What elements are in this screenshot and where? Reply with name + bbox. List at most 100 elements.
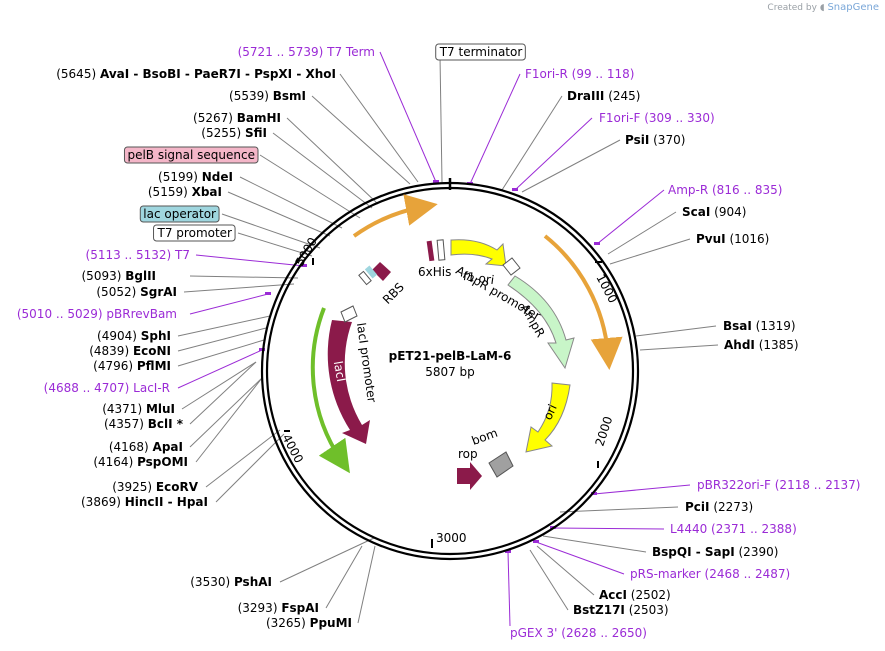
pgex-3-primer-label: pGEX 3' (2628 .. 2650) [510, 626, 647, 640]
ori-label: ori [541, 402, 560, 422]
lead-line [189, 377, 263, 448]
bglii-site-label: (5093) BglII [82, 269, 157, 283]
lead-line [189, 293, 269, 315]
label-part: LacI-R [133, 381, 170, 395]
label-part: AvaI - BsoBI - PaeR7I - PspXI - XhoI [100, 67, 336, 81]
laci-promoter-feature [340, 305, 358, 323]
lead-line [195, 377, 263, 463]
label-part: PflMI [137, 359, 171, 373]
psii-site-label: PsiI (370) [625, 133, 685, 147]
label-part: (1385) [755, 338, 799, 352]
prs-marker-primer-label: pRS-marker (2468 .. 2487) [630, 567, 790, 581]
label-part: (5113 .. 5132) [86, 248, 176, 262]
lead-line [439, 55, 443, 183]
lead-line [514, 117, 593, 191]
primer-mark [505, 550, 511, 553]
label-part: (5267) [193, 111, 237, 125]
lead-line [357, 545, 376, 624]
pcii-site-label: PciI (2273) [685, 500, 753, 514]
label-part: EcoRV [156, 480, 199, 494]
label-part: SphI [141, 329, 171, 343]
l4440-primer-label: L4440 (2371 .. 2388) [670, 522, 797, 536]
primer-mark [433, 180, 439, 183]
bom-feature [488, 451, 514, 478]
snapgene-logo-icon: ◖ [819, 3, 825, 13]
label-part: PsiI [625, 133, 649, 147]
label-part: PpuMI [310, 616, 352, 630]
label-part: NdeI [202, 170, 233, 184]
amp-r-primer-label: Amp-R (816 .. 835) [668, 183, 782, 197]
lead-line [529, 549, 569, 611]
label-part: SgrAI [140, 285, 177, 299]
t7-term-primer-label: (5721 .. 5739) T7 Term [238, 45, 375, 59]
lead-line [507, 551, 511, 627]
label-part: T7 Term [326, 45, 375, 59]
credit-brand: SnapGene [827, 2, 879, 13]
lead-line [177, 349, 263, 389]
lead-line [181, 361, 257, 410]
label-part: (3869) [81, 495, 125, 509]
rop-feature [457, 462, 482, 490]
label-part: (2118 .. 2137) [771, 478, 861, 492]
bsai-site-label: BsaI (1319) [723, 319, 796, 333]
label-part: (4371) [102, 402, 146, 416]
acci-site-label: AccI (2502) [599, 588, 671, 602]
lead-line [177, 315, 271, 337]
label-part: (1319) [752, 319, 796, 333]
label-part: PspOMI [137, 455, 188, 469]
rbs-label: RBS [380, 280, 407, 307]
label-part: (5645) [56, 67, 100, 81]
fspai-site-label: (3293) FspAI [238, 601, 319, 615]
label-part: (5159) [148, 185, 192, 199]
label-part: BglII [125, 269, 156, 283]
label-part: (370) [649, 133, 685, 147]
lead-line [521, 139, 621, 193]
label-part: F1ori-R [525, 67, 568, 81]
orange-arc-right [543, 234, 623, 370]
label-part: T7 [174, 248, 190, 262]
lead-line [536, 545, 595, 596]
f1ori-f-primer-label: F1ori-F (309 .. 330) [599, 111, 715, 125]
lead-line [189, 361, 257, 425]
label-part: SfiI [245, 126, 267, 140]
lead-line [609, 238, 691, 265]
label-part: (5539) [229, 89, 273, 103]
t7-promoter-feature [358, 270, 372, 286]
label-part: (309 .. 330) [640, 111, 714, 125]
laci-r-primer-label: (4688 .. 4707) LacI-R [44, 381, 170, 395]
label-part: (5721 .. 5739) [238, 45, 328, 59]
lead-line [183, 283, 295, 293]
label-part: (2390) [735, 545, 779, 559]
label-part: HincII - HpaI [125, 495, 208, 509]
lead-line [542, 535, 647, 553]
label-part: MluI [146, 402, 175, 416]
lead-line [259, 154, 361, 219]
label-part: ScaI [682, 205, 710, 219]
label-part: FspAI [281, 601, 319, 615]
lead-line [177, 327, 267, 352]
tick-label: 2000 [593, 415, 616, 448]
primer-mark [512, 188, 518, 191]
f1ori-label: f1 ori [462, 269, 495, 287]
lead-lines [177, 51, 719, 627]
label-part: (4839) [89, 344, 133, 358]
lead-line [239, 176, 343, 229]
plasmid-length: 5807 bp [425, 365, 475, 379]
label-part: pGEX 3' [510, 626, 557, 640]
t7-promoter-box [153, 224, 236, 242]
avai-bsobi-paer7i-pspxi-xhoi-site-label: (5645) AvaI - BsoBI - PaeR7I - PspXI - X… [56, 67, 336, 81]
pelb-signal-sequence-box [123, 146, 259, 164]
tick-label: 1000 [593, 272, 620, 306]
lead-line [279, 537, 375, 583]
label-part: BclI * [148, 417, 184, 431]
mlui-site-label: (4371) MluI [102, 402, 175, 416]
tick-label: 3000 [436, 531, 467, 545]
ppumi-site-label: (3265) PpuMI [266, 616, 352, 630]
label-part: (4168) [109, 440, 153, 454]
sgrai-site-label: (5052) SgrAI [96, 285, 177, 299]
lead-line [227, 191, 331, 237]
lead-line [552, 527, 665, 530]
label-part: pRS-marker [630, 567, 701, 581]
lead-line [221, 213, 321, 249]
pelb-signal-sequence-label: pelB signal sequence [127, 148, 255, 162]
